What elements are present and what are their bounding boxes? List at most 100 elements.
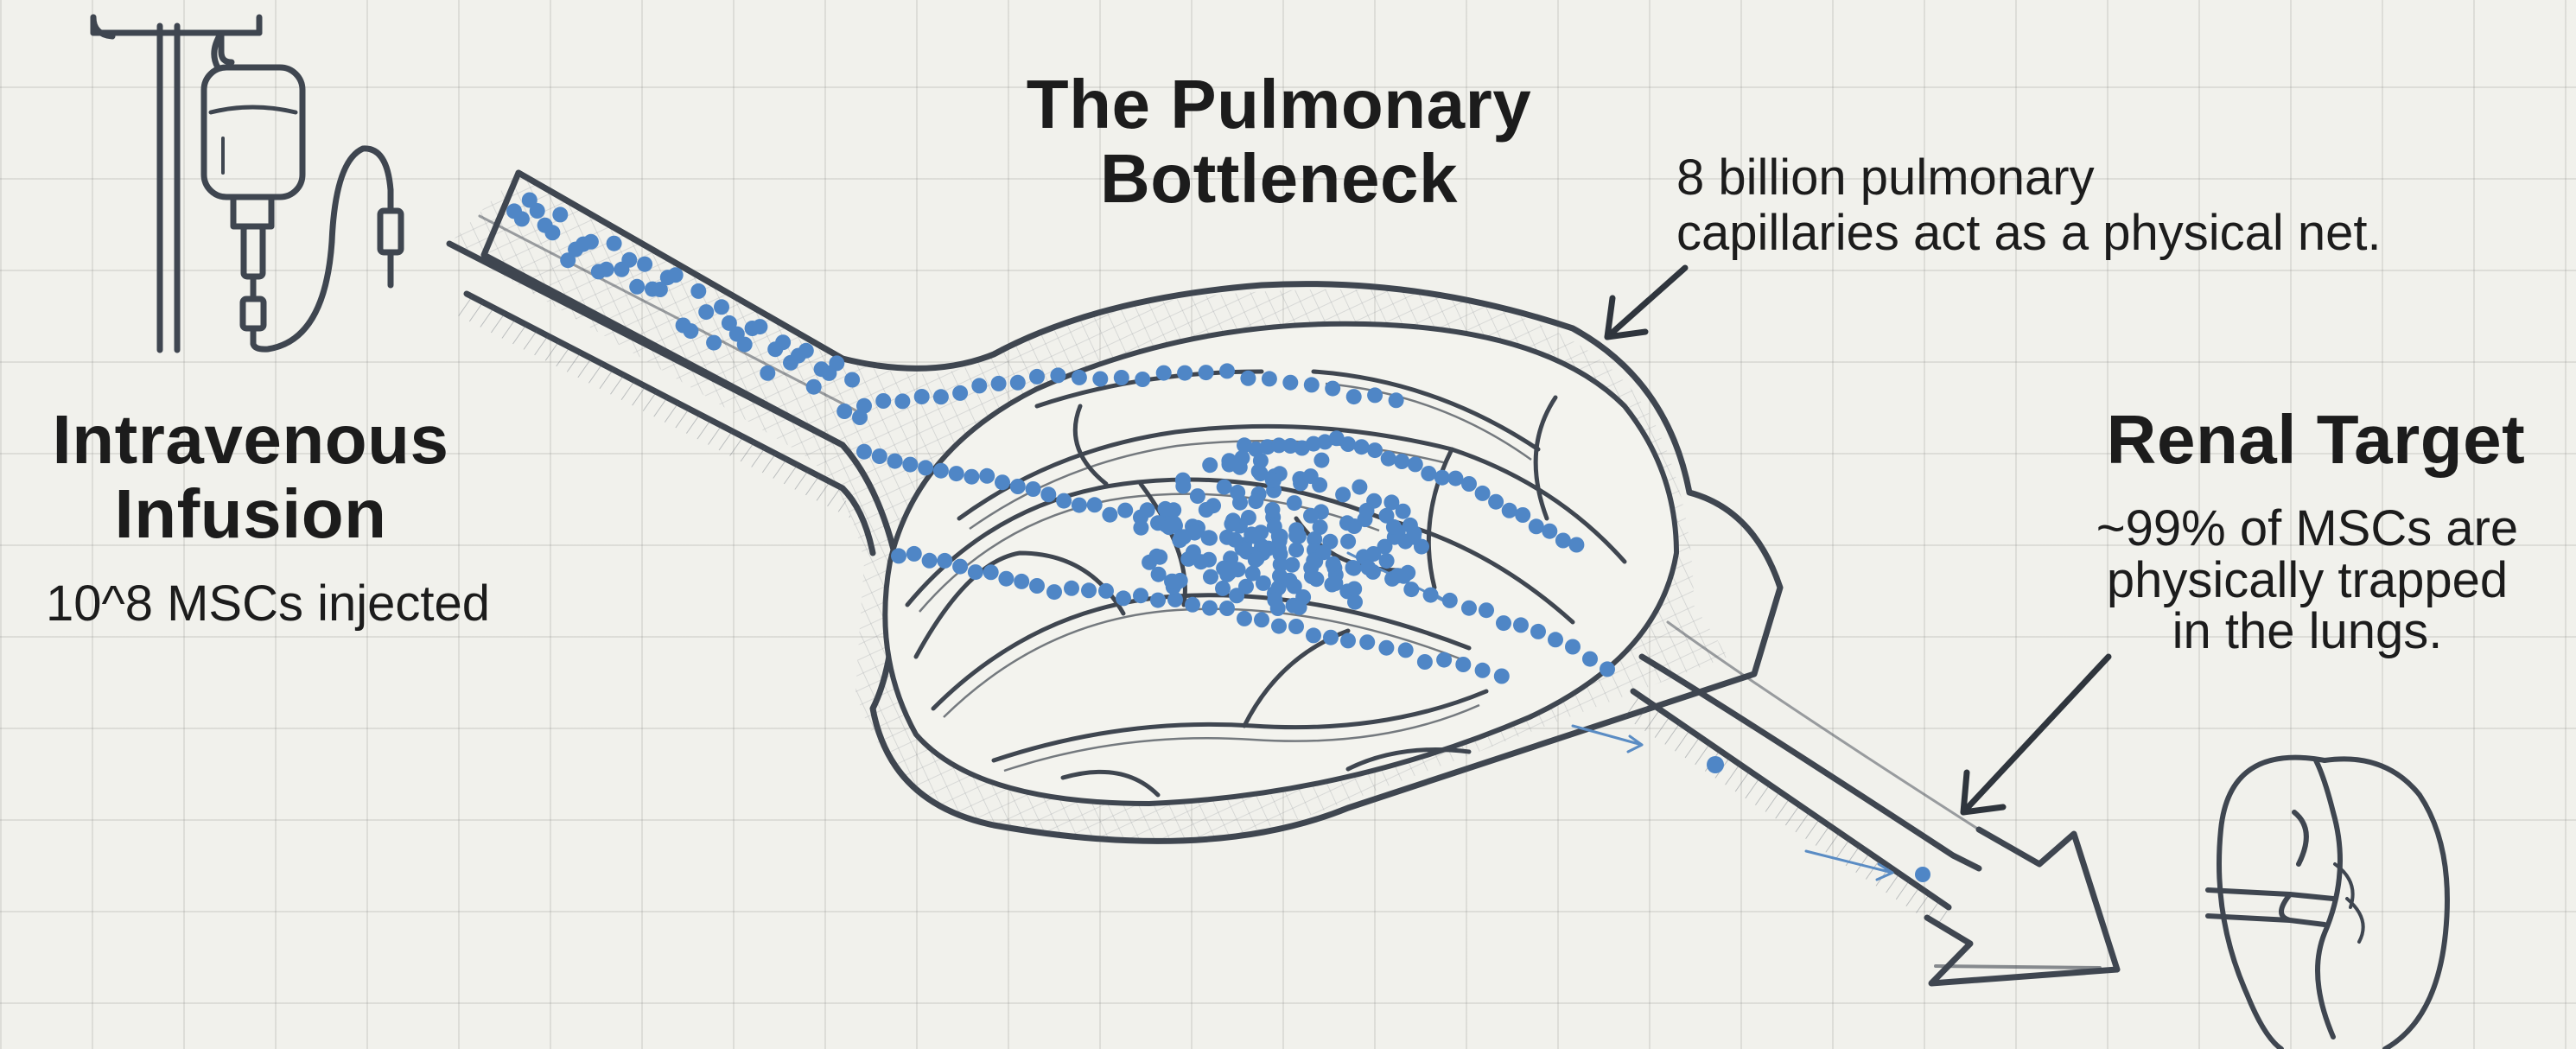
msc-cell: [1434, 470, 1450, 486]
msc-cell: [1227, 532, 1243, 548]
capillary-note-line2: capillaries act as a physical net.: [1676, 206, 2575, 261]
msc-cell: [875, 393, 891, 409]
msc-cell: [1251, 464, 1267, 480]
msc-cell: [1304, 377, 1320, 392]
msc-cell: [1248, 493, 1263, 509]
msc-cell: [1174, 529, 1189, 544]
msc-cell: [752, 319, 767, 334]
arrow-icon: [1927, 830, 2117, 983]
renal-note-line3: in the lungs.: [2048, 606, 2566, 658]
msc-cell: [894, 393, 910, 409]
msc-cell: [1203, 569, 1218, 585]
msc-cell: [1216, 561, 1231, 576]
msc-cell: [1254, 612, 1269, 627]
msc-cell: [1202, 457, 1218, 473]
msc-cell: [1072, 370, 1087, 385]
msc-cell: [1064, 581, 1079, 596]
msc-cell: [1530, 624, 1546, 639]
msc-cell: [1346, 582, 1362, 597]
msc-cell: [1175, 479, 1191, 494]
msc-cell: [1185, 597, 1200, 613]
msc-cell: [1408, 456, 1423, 472]
msc-cell: [1050, 367, 1065, 383]
msc-cell: [1707, 756, 1724, 773]
msc-cell: [583, 234, 599, 250]
msc-cell: [1135, 372, 1150, 387]
renal-note-line1: ~99% of MSCs are: [2048, 503, 2566, 555]
msc-cell: [1249, 551, 1264, 567]
msc-cell: [706, 335, 722, 351]
msc-cell: [1340, 534, 1356, 550]
msc-cell: [1360, 560, 1376, 575]
msc-cell: [922, 553, 938, 569]
msc-cell: [1421, 466, 1436, 481]
infusion-title: Intravenous Infusion: [9, 403, 493, 552]
msc-cell: [714, 299, 729, 315]
msc-cell: [1915, 867, 1930, 882]
msc-cell: [949, 466, 964, 481]
msc-cell: [1288, 542, 1304, 557]
msc-cell: [1582, 652, 1598, 667]
msc-cell: [1378, 640, 1394, 656]
msc-cell: [1230, 485, 1245, 500]
msc-cell: [914, 389, 930, 404]
msc-cell: [1151, 567, 1167, 582]
msc-cell: [1475, 663, 1491, 678]
msc-cell: [1568, 537, 1584, 553]
msc-cell: [1479, 602, 1494, 618]
msc-cell: [1327, 575, 1343, 591]
msc-cell: [1325, 381, 1340, 397]
msc-cell: [1240, 371, 1256, 386]
msc-cell: [1217, 480, 1232, 495]
msc-cell: [544, 225, 560, 240]
msc-cell: [1116, 590, 1131, 606]
msc-cell: [1326, 556, 1341, 572]
msc-cell: [1455, 657, 1471, 672]
msc-cell: [1219, 601, 1235, 616]
msc-cell: [1133, 520, 1148, 536]
msc-cell: [829, 355, 844, 371]
msc-cell: [968, 564, 983, 580]
msc-cell: [891, 548, 906, 563]
msc-cell: [1271, 619, 1287, 634]
msc-cell: [836, 404, 852, 419]
msc-cell: [844, 372, 860, 388]
msc-cell: [1488, 494, 1504, 510]
msc-cell: [856, 398, 872, 414]
msc-cell: [971, 378, 987, 393]
msc-cell: [1323, 630, 1339, 645]
msc-cell: [514, 211, 530, 226]
msc-cell: [1288, 528, 1304, 544]
capillary-pointer-arrow: [1607, 268, 1685, 337]
msc-cell: [1565, 639, 1581, 655]
msc-cell: [906, 546, 922, 562]
msc-cell: [1352, 480, 1367, 495]
msc-cell: [1133, 588, 1148, 603]
bottleneck-title-line2: Bottleneck: [976, 142, 1581, 216]
msc-cell: [872, 448, 887, 464]
msc-cell: [1555, 533, 1571, 549]
msc-cell: [1447, 471, 1463, 486]
msc-cell: [1265, 502, 1281, 518]
msc-cell: [1386, 519, 1402, 535]
msc-cell: [1190, 488, 1205, 504]
renal-title: Renal Target: [2057, 403, 2575, 477]
msc-cell: [1152, 550, 1167, 565]
msc-cell: [668, 267, 684, 283]
msc-cell: [887, 454, 903, 469]
msc-cell: [760, 366, 775, 381]
msc-cell: [1287, 495, 1302, 511]
msc-cell: [607, 236, 622, 251]
msc-cell: [1496, 615, 1511, 631]
msc-cell: [1140, 502, 1155, 518]
renal-note-line2: physically trapped: [2048, 555, 2566, 607]
kidney-icon: [2208, 758, 2447, 1049]
msc-cell: [1354, 439, 1370, 455]
msc-cell: [1026, 481, 1041, 497]
msc-cell: [806, 379, 822, 395]
msc-cell: [1367, 442, 1383, 458]
msc-cell: [1515, 507, 1530, 523]
msc-cell: [1398, 642, 1414, 658]
msc-cell: [1494, 669, 1510, 684]
msc-cell: [1292, 600, 1307, 615]
